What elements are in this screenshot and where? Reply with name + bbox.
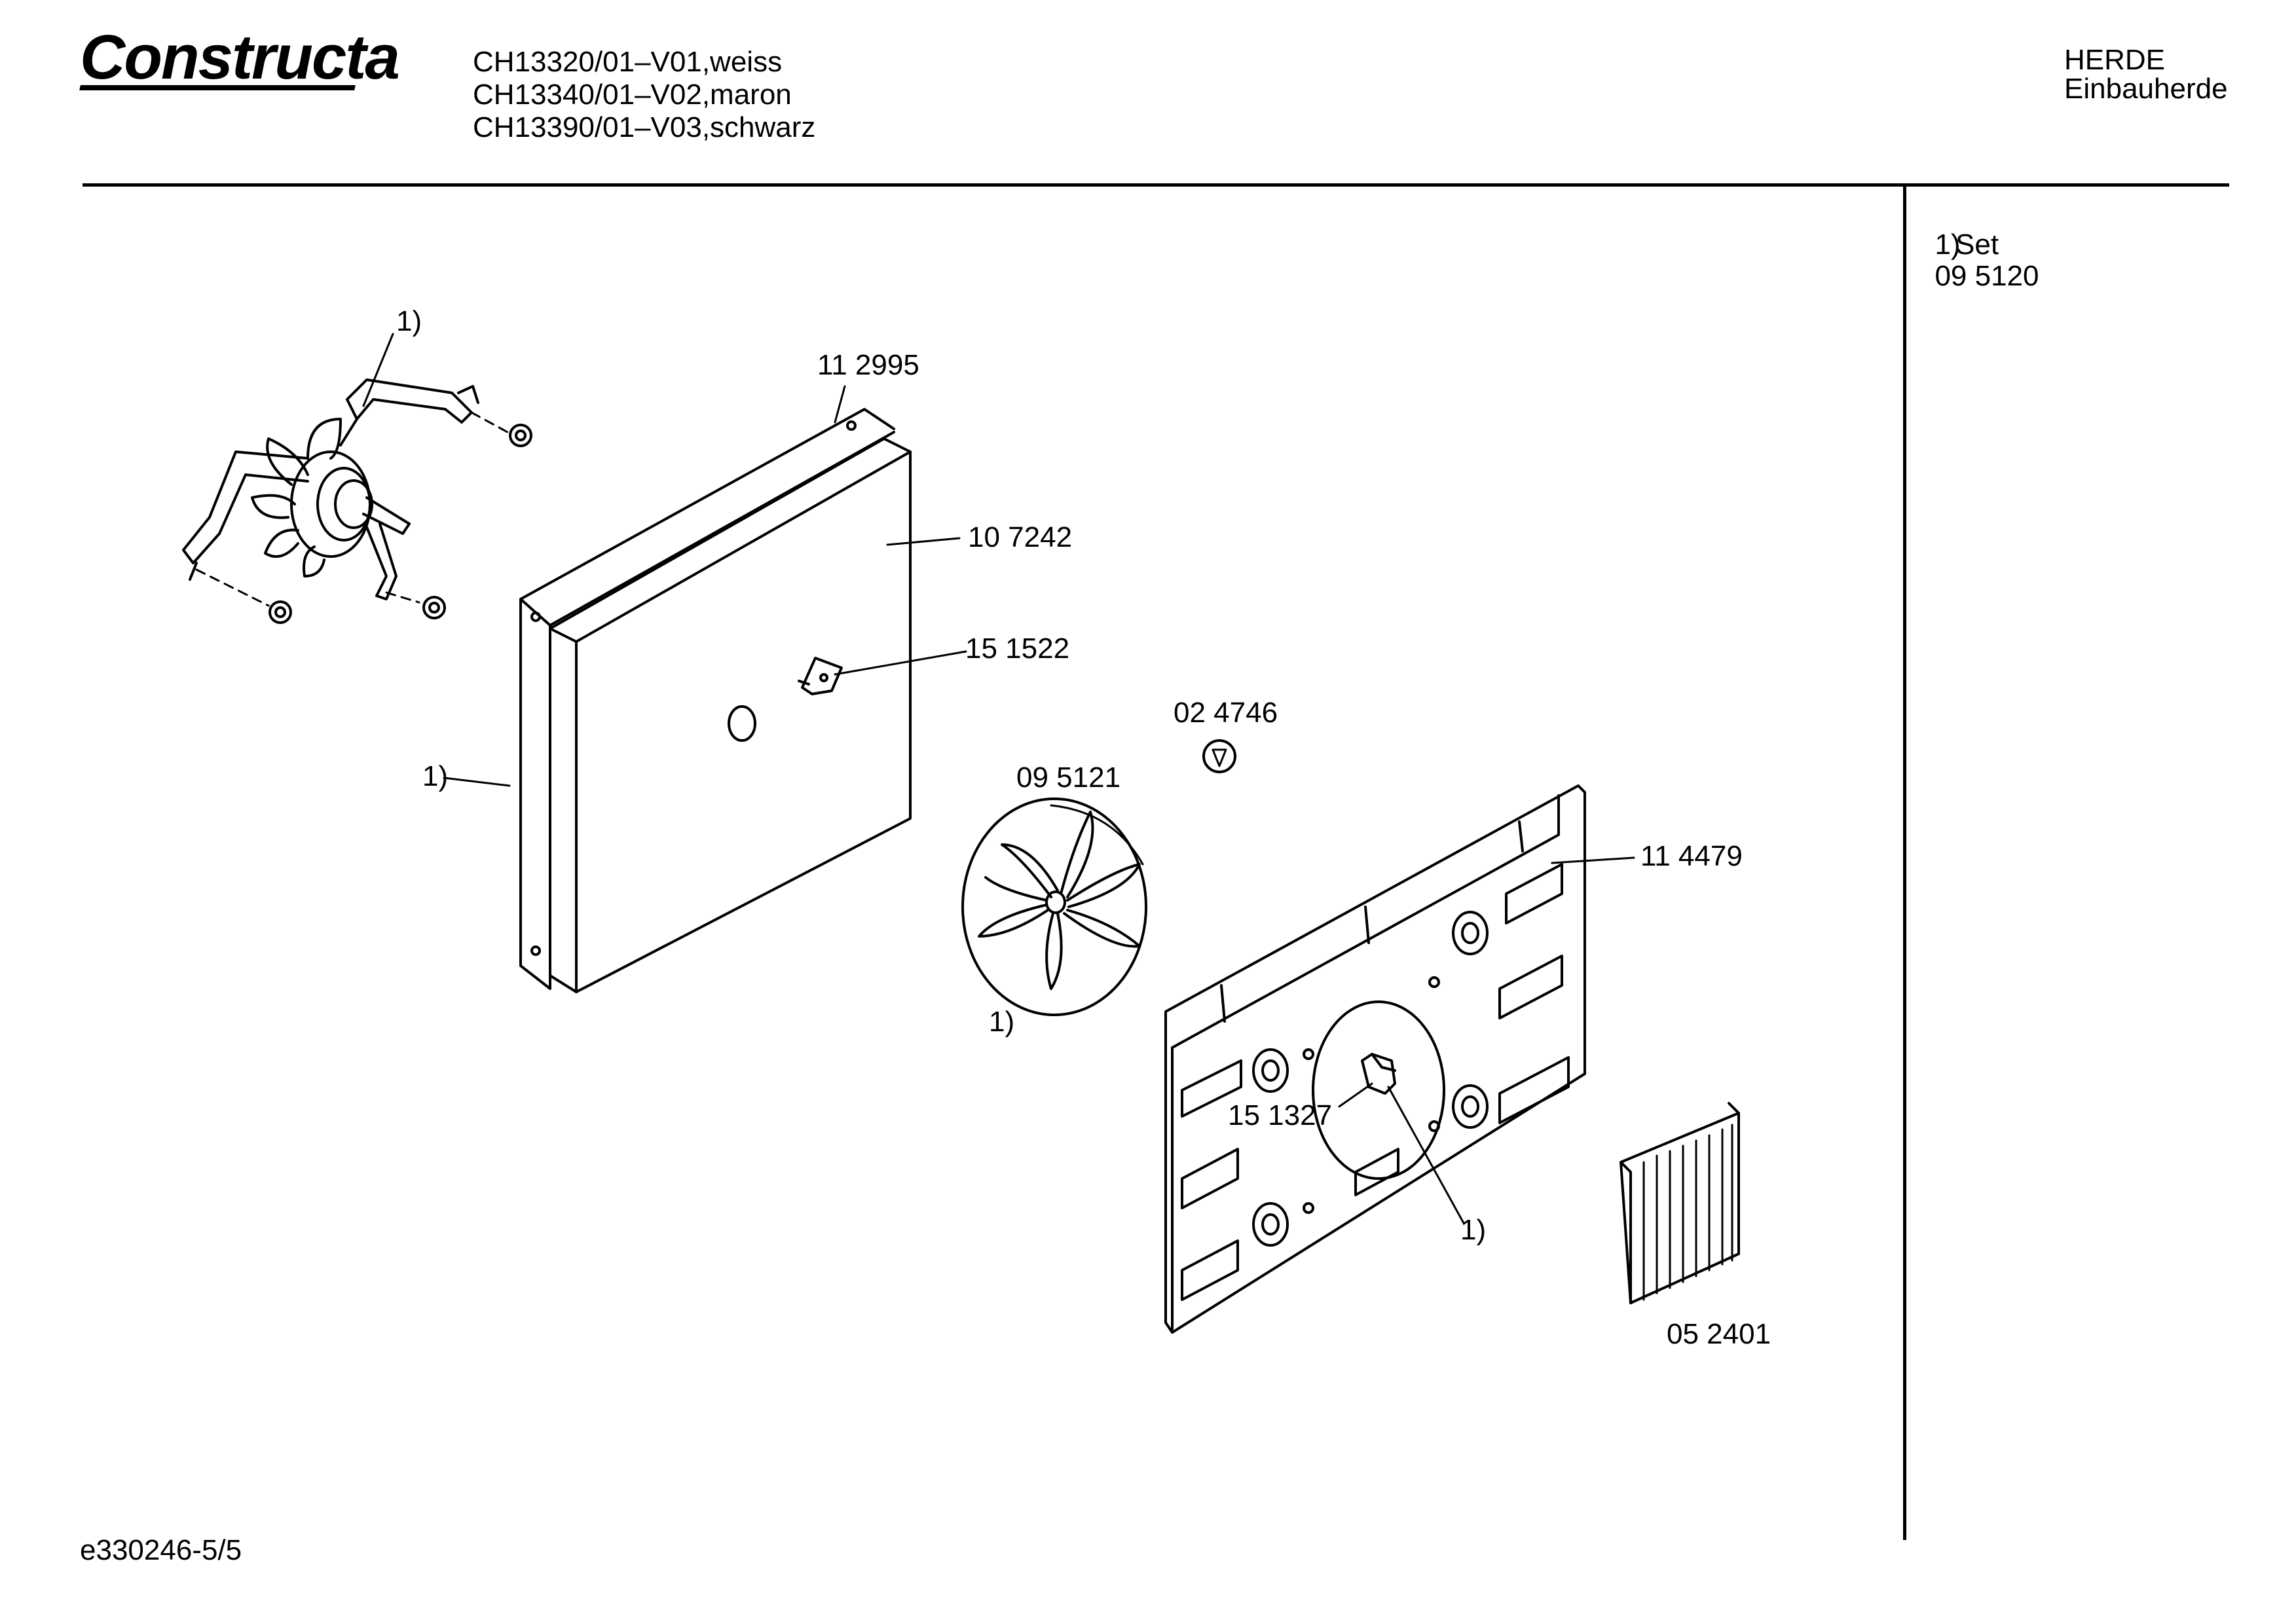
legend-part-number: 09 5120 <box>1935 260 2039 292</box>
callout-clip: 15 1522 <box>965 632 1069 665</box>
callout-fan-wheel-marker: 1) <box>989 1006 1014 1038</box>
callout-grille: 05 2401 <box>1667 1318 1771 1350</box>
model-line-2: CH13340/01–V02,maron <box>473 79 792 111</box>
model-line-3: CH13390/01–V03,schwarz <box>473 111 816 143</box>
nut-part <box>1202 739 1236 773</box>
legend-label: Set <box>1955 229 1999 261</box>
callout-insulation-backing: 11 2995 <box>817 349 919 381</box>
legend-marker: 1) <box>1935 229 1961 261</box>
leader-lines <box>362 333 1635 1224</box>
brand-logo: Constructa <box>80 22 400 92</box>
callout-labels: 1) 11 2995 10 7242 15 1522 1) 02 4746 09… <box>396 305 1771 1350</box>
legend-divider <box>1903 186 1906 1540</box>
drawing-id: e330246-5/5 <box>80 1534 242 1566</box>
callout-fan-motor: 1) <box>396 305 422 337</box>
callout-nut: 02 4746 <box>1174 697 1278 729</box>
grille-part <box>1620 1102 1740 1304</box>
fan-wheel <box>961 797 1147 1016</box>
callout-rear-cover: 11 4479 <box>1640 840 1743 872</box>
legend-entry: 1) 09 5120 <box>1919 198 2039 292</box>
callout-insulation-panel: 10 7242 <box>968 521 1072 553</box>
callout-hub-nut: 15 1327 <box>1228 1099 1332 1131</box>
callout-fan-wheel: 09 5121 <box>1016 761 1120 794</box>
model-line-1: CH13320/01–V01,weiss <box>473 46 783 78</box>
insulation-panel <box>549 437 912 993</box>
category-label: HERDE <box>2064 44 2166 76</box>
fan-motor-assembly <box>182 378 532 624</box>
callout-panel-left: 1) <box>422 760 448 792</box>
rear-cover-plate <box>1164 784 1586 1334</box>
header-divider <box>83 183 2229 187</box>
subcategory-label: Einbauherde <box>2064 73 2228 105</box>
callout-hub-marker: 1) <box>1460 1214 1486 1246</box>
